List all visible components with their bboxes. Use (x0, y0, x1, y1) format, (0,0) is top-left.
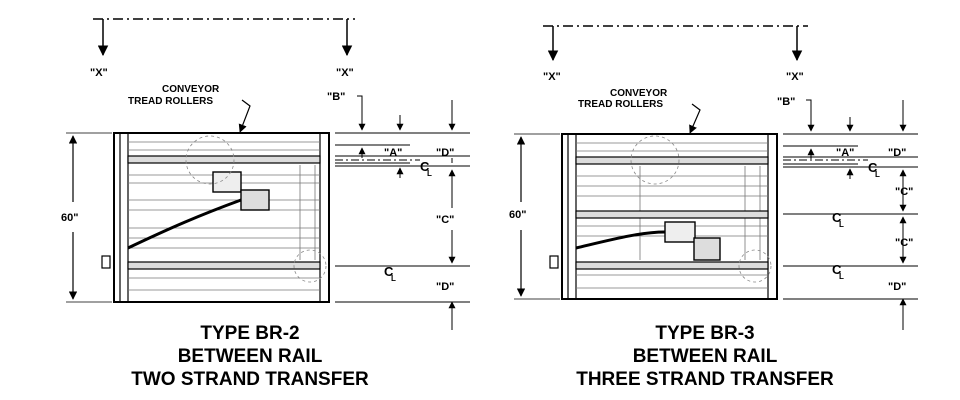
centerline-2-sub: L (391, 274, 396, 283)
dim-60-line (66, 132, 112, 303)
rollers-leader (689, 103, 701, 134)
dim-60-label: 60" (509, 209, 526, 221)
centerline-2-label: C (384, 264, 394, 279)
centerline-1-label: C (868, 160, 878, 175)
rollers-label-line1: CONVEYOR (610, 88, 668, 99)
centerline-3-label: C (832, 262, 842, 277)
centerline-2-label: C (832, 210, 842, 225)
title-line3: THREE STRAND TRANSFER (576, 369, 834, 390)
dim-c-upper-label: "C" (895, 186, 913, 198)
dim-d-bottom-label: "D" (888, 281, 906, 293)
dim-d-top-label: "D" (436, 147, 454, 159)
dim-b-label: "B" (327, 91, 345, 103)
drawing-br-2: "X" "X" CONVEYOR TREAD ROLLERS (61, 18, 470, 390)
transfer-frame (549, 133, 778, 300)
dim-60-label: 60" (61, 212, 78, 224)
right-dimensions (783, 99, 918, 330)
dim-d-top-label: "D" (888, 147, 906, 159)
dim-x-left-label: "X" (90, 67, 108, 79)
title-line2: BETWEEN RAIL (633, 346, 778, 367)
rollers-label-line2: TREAD ROLLERS (578, 99, 663, 110)
section-line-x (93, 18, 355, 57)
centerline-1-sub: L (427, 169, 432, 178)
dim-x-right-label: "X" (336, 67, 354, 79)
centerline-3-sub: L (839, 272, 844, 281)
title-line2: BETWEEN RAIL (178, 346, 323, 367)
dim-d-bottom-label: "D" (436, 281, 454, 293)
right-dimensions (335, 95, 470, 330)
dim-c-lower-label: "C" (895, 237, 913, 249)
rollers-leader (238, 99, 251, 133)
drawing-br-3: "X" "X" CONVEYOR TREAD ROLLERS (509, 25, 918, 390)
rollers-label-line2: TREAD ROLLERS (128, 96, 213, 107)
centerline-2-sub: L (839, 220, 844, 229)
transfer-frame (101, 132, 330, 303)
dim-x-left-label: "X" (543, 71, 561, 83)
centerline-1-label: C (420, 159, 430, 174)
centerline-1-sub: L (875, 170, 880, 179)
dim-a-label: "A" (836, 147, 854, 159)
title-line1: TYPE BR-2 (200, 323, 299, 344)
dim-a-label: "A" (384, 147, 402, 159)
rollers-label-line1: CONVEYOR (162, 84, 220, 95)
dim-60-line (514, 133, 560, 300)
dim-b-label: "B" (777, 96, 795, 108)
dim-c-label: "C" (436, 214, 454, 226)
title-line3: TWO STRAND TRANSFER (131, 369, 369, 390)
title-line1: TYPE BR-3 (655, 323, 754, 344)
section-line-x (543, 25, 808, 62)
dim-x-right-label: "X" (786, 71, 804, 83)
